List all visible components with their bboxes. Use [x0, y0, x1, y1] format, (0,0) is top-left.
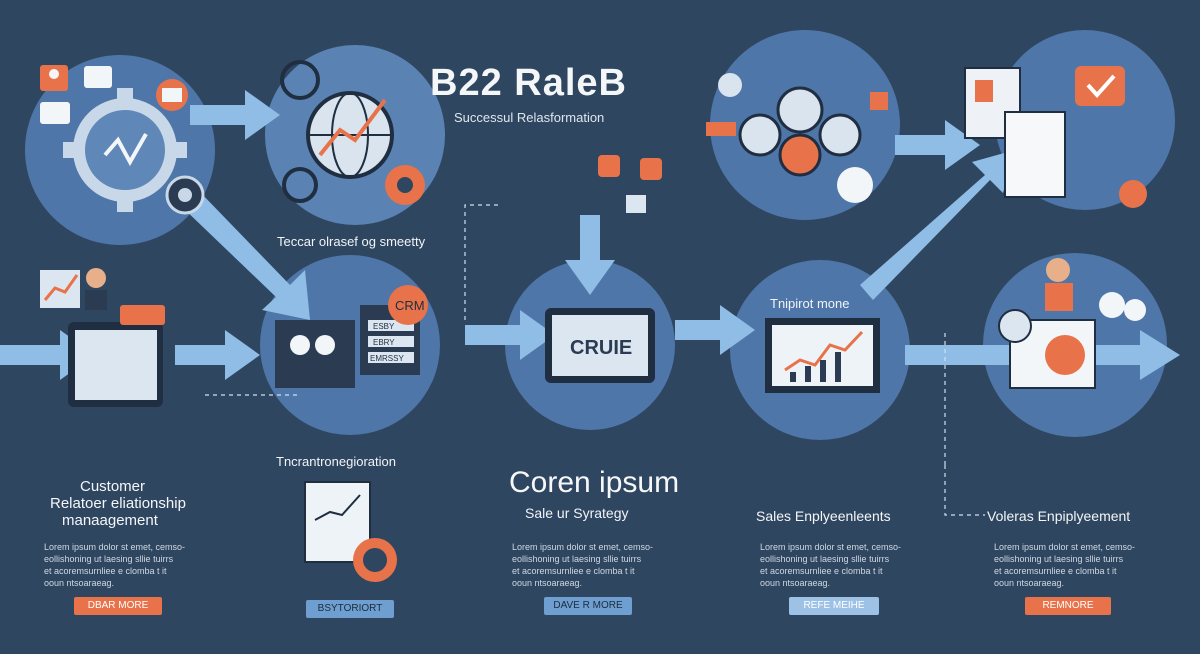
- column-3-heading: Sales Enplyeenleents: [756, 508, 891, 524]
- column-1-heading-line-2: Relatoer eliationship: [50, 495, 186, 512]
- small-gear-icon: [165, 175, 205, 215]
- sign-2-text: EBRY: [373, 338, 395, 347]
- gear-icon: [63, 88, 187, 212]
- sign-3-text: EMRSSY: [370, 354, 404, 363]
- read-more-button-4[interactable]: REMNORE: [1025, 597, 1111, 615]
- strategy-button[interactable]: BSYTORIORT: [306, 600, 394, 618]
- column-4-body: Lorem ipsum dolor st emet, cemso-eollish…: [994, 542, 1136, 588]
- read-more-button-1[interactable]: DBAR MORE: [74, 597, 162, 615]
- column-2-heading: Coren ipsum: [509, 466, 680, 499]
- team-icons: [706, 73, 888, 203]
- sign-1-text: ESBY: [373, 322, 395, 331]
- column-4-heading: Voleras Enpiplyeement: [987, 508, 1131, 524]
- read-more-button-3[interactable]: REFE MEIHE: [789, 597, 879, 615]
- column-1-heading: Customer Relatoer eliationship manaageme…: [50, 478, 250, 529]
- column-2-subheading: Sale ur Syrategy: [525, 505, 629, 521]
- presenter-icon: [998, 258, 1146, 389]
- globe-chart-icon: [280, 60, 425, 205]
- strategy-label: Teccar olrasef og smeetty: [277, 234, 426, 249]
- page-subtitle: Successul Relasformation: [454, 110, 605, 125]
- documents-icon: [964, 66, 1147, 208]
- column-2-body: Lorem ipsum dolor st emet, cemso-eollish…: [512, 542, 654, 588]
- column-1-body: Lorem ipsum dolor st emet, cemso-eollish…: [44, 542, 186, 588]
- crm-badge-text: CRM: [395, 298, 425, 313]
- column-1-heading-line-1: Customer: [80, 478, 146, 495]
- column-3-body: Lorem ipsum dolor st emet, cemso-eollish…: [760, 542, 902, 588]
- page-title: B22 RaleB: [430, 62, 627, 104]
- column-1-heading-line-3: manaagement: [62, 512, 158, 529]
- analytics-monitor-icon: [765, 318, 880, 393]
- tnipirot-label: Tnipirot mone: [770, 296, 850, 311]
- crm-ideas-icon: [275, 285, 428, 388]
- center-tablet-icon: [545, 155, 662, 383]
- tablet-word-text: CRUIE: [570, 337, 632, 359]
- read-more-button-2[interactable]: DAVE R MORE: [544, 597, 632, 615]
- dashed-connectors: [205, 204, 985, 516]
- report-document-icon: [304, 481, 397, 582]
- user-chat-icons: [40, 65, 188, 124]
- transformation-label: Tncrantronegioration: [276, 454, 396, 469]
- tablet-crm-icon: [40, 268, 165, 407]
